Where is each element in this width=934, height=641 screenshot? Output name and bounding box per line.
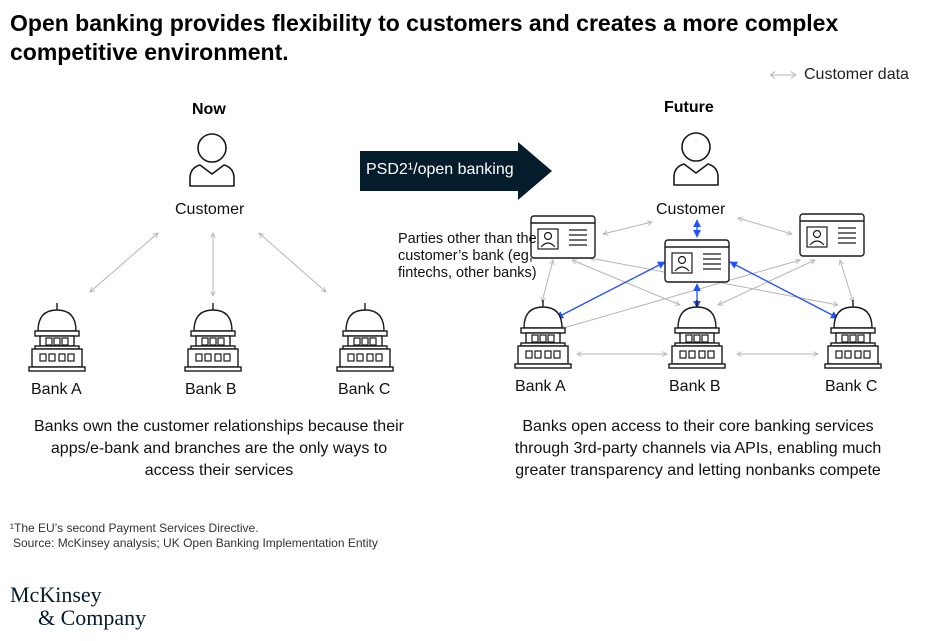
logo-line-2: & Company [38, 605, 147, 630]
footnotes: ¹The EU’s second Payment Services Direct… [10, 521, 378, 551]
future-bank-b-icon [668, 299, 726, 369]
third-party-center-id-card-icon [664, 239, 730, 283]
future-bank-c-label: Bank C [825, 378, 878, 395]
future-customer-person-icon [673, 132, 719, 186]
logo-line-1: McKinsey [10, 582, 102, 607]
now-bank-b-icon [184, 302, 242, 372]
future-bank-c-icon [824, 299, 882, 369]
now-bank-a-icon [28, 302, 86, 372]
legend: Customer data [768, 66, 909, 84]
future-description: Banks open access to their core banking … [514, 418, 882, 479]
now-header: Now [192, 101, 226, 118]
mckinsey-logo: McKinsey & Company [10, 583, 146, 629]
now-connectors [90, 233, 326, 296]
now-customer-label: Customer [175, 201, 245, 218]
now-bank-c-icon [336, 302, 394, 372]
future-header: Future [664, 99, 714, 116]
future-bank-b-label: Bank B [669, 378, 721, 395]
now-bank-c-label: Bank C [338, 381, 391, 398]
now-description: Banks own the customer relationships bec… [34, 418, 404, 479]
future-customer-label: Customer [656, 201, 726, 218]
third-party-right-id-card-icon [799, 213, 865, 257]
future-bank-a-label: Bank A [515, 378, 566, 395]
footnote-1: ¹The EU’s second Payment Services Direct… [10, 521, 259, 535]
page-title: Open banking provides flexibility to cus… [10, 10, 839, 65]
third-party-left-id-card-icon [530, 215, 596, 259]
legend-label: Customer data [804, 66, 909, 83]
future-bank-a-icon [514, 299, 572, 369]
transition-arrow [360, 142, 552, 200]
transition-label: PSD2¹/open banking [366, 161, 514, 178]
double-arrow-icon [769, 71, 797, 79]
third-parties-label: Parties other than the customer’s bank (… [398, 231, 537, 281]
now-customer-person-icon [189, 133, 235, 187]
now-bank-b-label: Bank B [185, 381, 237, 398]
source-note: Source: McKinsey analysis; UK Open Banki… [13, 536, 378, 550]
now-bank-a-label: Bank A [31, 381, 82, 398]
